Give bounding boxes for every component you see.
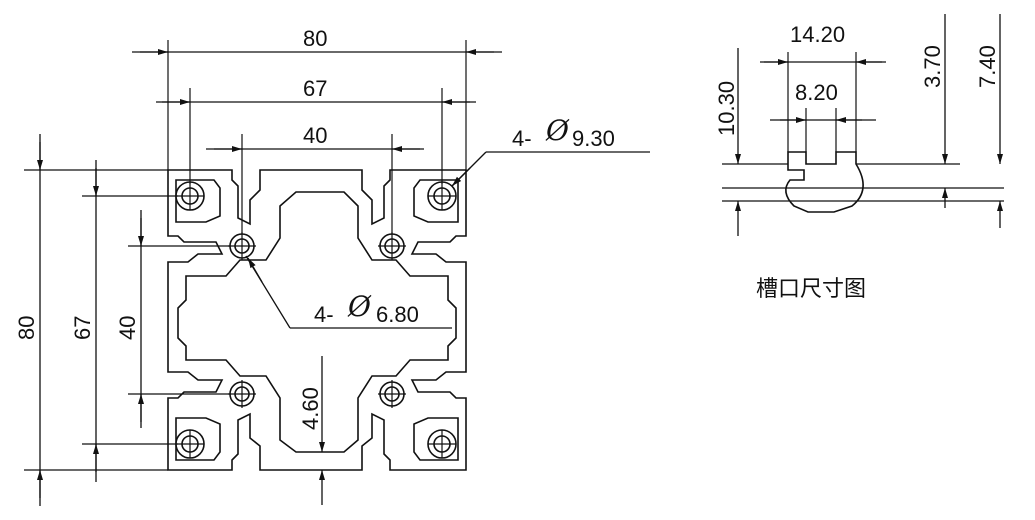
profile-section: [167, 169, 467, 471]
corner-hole-br: [427, 429, 457, 459]
diameter-symbol-2: Ø: [347, 290, 372, 323]
corner-pocket-br: [413, 417, 459, 461]
dim-left-67: 67: [70, 160, 178, 482]
callout-inner-prefix: 4-: [314, 302, 334, 327]
callout-inner-holes: 4- Ø 6.80: [245, 255, 452, 329]
dim-top-40-label: 40: [303, 123, 327, 148]
dim-top-80: 80: [132, 26, 502, 170]
corner-hole-tr: [427, 181, 457, 211]
slot-detail: 14.20 8.20 10.30 3.70 7.40 槽口尺寸图: [714, 14, 1004, 302]
corner-pocket-tl: [175, 179, 221, 223]
dim-slot-width-label: 14.20: [790, 22, 845, 47]
dim-web-4-60: 4.60: [298, 356, 325, 505]
callout-corner-holes: 4- Ø 9.30: [451, 114, 650, 187]
corner-pocket-tr: [413, 179, 459, 223]
callout-inner-value: 6.80: [376, 302, 419, 327]
central-cavity: [177, 191, 457, 453]
diameter-symbol: Ø: [545, 114, 570, 147]
corner-hole-tl: [175, 181, 205, 211]
callout-corner-prefix: 4-: [512, 126, 532, 151]
dim-top-67-label: 67: [303, 76, 327, 101]
dim-left-67-label: 67: [70, 316, 95, 340]
dim-depth2-label: 7.40: [975, 45, 1000, 88]
corner-pocket-bl: [175, 417, 221, 461]
inner-hole-br: [378, 380, 406, 408]
dim-top-80-label: 80: [303, 26, 327, 51]
dim-left-80-label: 80: [14, 316, 39, 340]
dim-left-40: 40: [115, 210, 230, 428]
slot-outline: [785, 151, 864, 213]
slot-caption: 槽口尺寸图: [756, 277, 866, 302]
dim-top-67: 67: [156, 76, 476, 184]
dim-left-40-label: 40: [115, 316, 140, 340]
dim-top-40: 40: [206, 123, 424, 234]
dim-web-label: 4.60: [298, 387, 323, 430]
dim-opening-label: 8.20: [795, 80, 838, 105]
dim-lip-label: 3.70: [920, 45, 945, 88]
corner-hole-bl: [175, 429, 205, 459]
callout-corner-value: 9.30: [572, 126, 615, 151]
dim-depth-label: 10.30: [714, 81, 739, 136]
inner-hole-tr: [378, 232, 406, 260]
